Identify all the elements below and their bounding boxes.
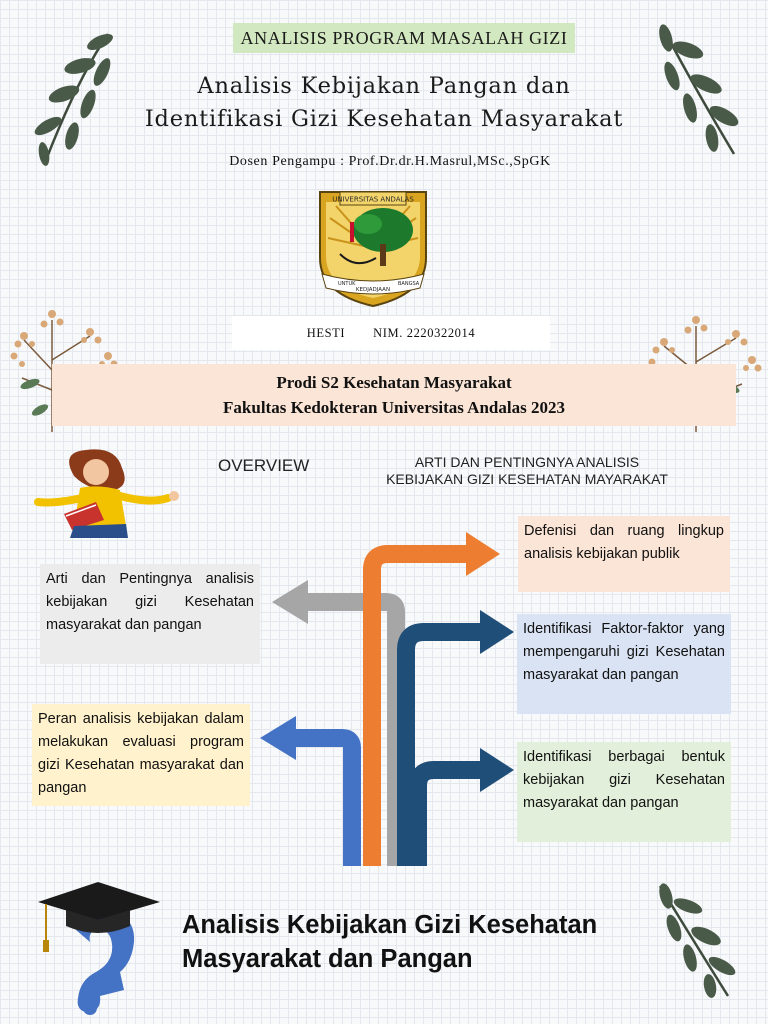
logo-ribbon-left: UNTUK [338,281,356,287]
arrow-navy-upper-head [480,610,514,654]
bottom-title: Analisis Kebijakan Gizi Kesehatan Masyar… [182,911,598,973]
logo-top-text: UNIVERSITAS ANDALAS [332,196,414,204]
arrow-navy-upper [397,623,480,866]
arrow-navy-lower-head [480,748,514,792]
arrow-diagram [260,532,514,866]
page-title: Analisis Kebijakan Pangan dan Identifika… [144,73,624,132]
faculty-line-2: Fakultas Kedokteran Universitas Andalas … [223,398,565,417]
student-nim: NIM. 2220322014 [373,325,476,340]
faculty-band: Prodi S2 Kesehatan Masyarakat Fakultas K… [52,364,736,426]
logo-ribbon-right: BANGSA [398,281,420,287]
leaf-branch-icon [34,33,113,166]
logo-ribbon-center: KEDJADJAAN [356,287,390,293]
leaf-branch-icon [659,24,739,155]
arrow-blue-head [260,716,296,760]
arrow-orange-head [466,532,500,576]
arrow-gray-head [272,580,308,624]
box-defenisi: Defenisi dan ruang lingkup analisis kebi… [518,516,730,592]
student-info: HESTI NIM. 2220322014 [232,316,550,350]
arrow-navy-lower [409,761,480,866]
university-logo: UNIVERSITAS ANDALAS UNTUK KEDJADJAAN BAN… [319,191,427,308]
box-peran: Peran analisis kebijakan dalam melakukan… [32,704,250,806]
section-heading: ARTI DAN PENTINGNYA ANALISIS KEBIJAKAN G… [386,454,668,487]
leaf-branch-icon [658,883,736,998]
lecturer-label: Dosen Pengampu : Prof.Dr.dr.H.Masrul,MSc… [229,154,551,169]
box-identifikasi-bentuk: Identifikasi berbagai bentuk kebijakan g… [517,742,731,842]
overview-heading: OVERVIEW [218,456,310,475]
arrow-blue [296,729,361,866]
question-head-icon [73,910,135,1012]
box-arti: Arti dan Pentingnya analisis kebijakan g… [40,564,260,664]
student-name: HESTI [306,325,346,340]
woman-with-book-icon [34,449,179,538]
header-tag: ANALISIS PROGRAM MASALAH GIZI [233,23,575,53]
arrow-orange [363,545,466,866]
arrow-gray [308,593,405,866]
graduation-cap-icon [38,882,160,1015]
box-identifikasi-faktor: Identifikasi Faktor-faktor yang mempenga… [517,614,731,714]
faculty-line-1: Prodi S2 Kesehatan Masyarakat [276,373,512,392]
